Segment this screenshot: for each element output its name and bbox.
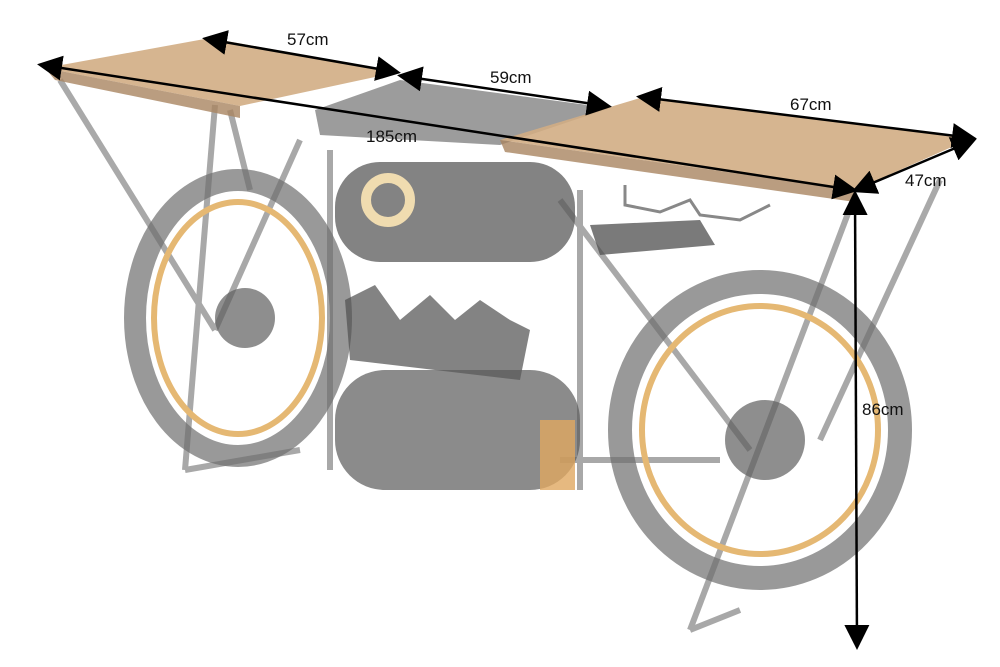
rear-wheel bbox=[124, 169, 352, 467]
dimension-label-86cm: 86cm bbox=[862, 400, 904, 419]
arrow-47cm bbox=[851, 137, 977, 194]
dimension-label-67cm: 67cm bbox=[790, 95, 832, 114]
fuel-tank bbox=[335, 162, 575, 262]
dimension-label-185cm: 185cm bbox=[366, 127, 418, 146]
dimension-label-59cm: 59cm bbox=[490, 68, 532, 87]
front-wheel bbox=[608, 270, 912, 590]
seat bbox=[590, 220, 715, 255]
dimension-label-47cm: 47cm bbox=[905, 171, 947, 190]
glass-holder bbox=[623, 185, 771, 222]
arrow-86cm bbox=[842, 190, 870, 650]
lower-cylinder bbox=[335, 370, 580, 490]
wine-rack bbox=[345, 285, 530, 380]
dimension-arrows bbox=[37, 30, 977, 650]
dimension-label-57cm: 57cm bbox=[287, 30, 329, 49]
arrow-185cm bbox=[37, 55, 858, 200]
